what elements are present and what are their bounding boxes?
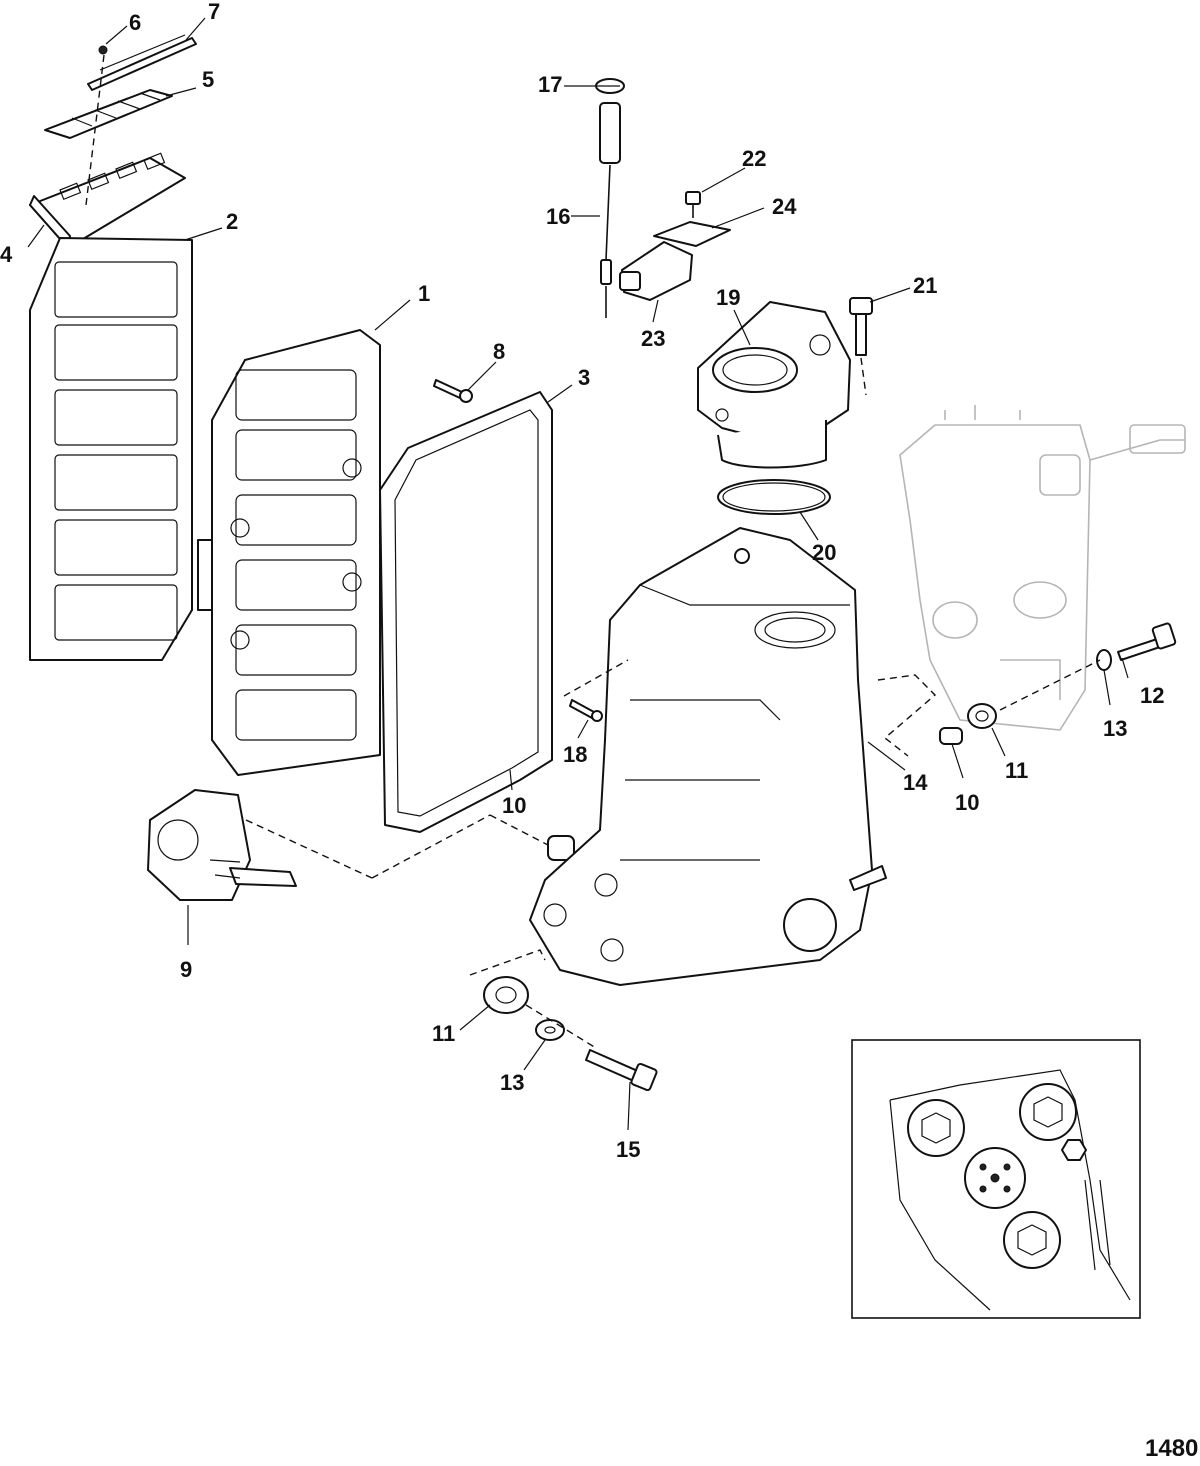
part-bolt-21 [849,297,873,356]
callout-labels: 1 2 3 4 5 6 7 8 9 10 10 11 11 12 13 13 1… [0,0,1164,1162]
callout-21: 21 [913,273,937,298]
part-bolt-12 [1117,622,1177,661]
part-washer-13-bottom [535,1019,565,1041]
callout-14: 14 [903,770,928,795]
part-grommet-11-right [967,703,997,729]
part-reed-block [29,152,186,249]
part-reed-petals [44,89,173,139]
part-bushing-10-right [939,727,963,745]
part-gasket-large [29,237,193,661]
callout-15: 15 [616,1137,640,1162]
part-map-sensor [619,241,693,301]
part-bolt-15 [585,1049,658,1092]
callout-22: 22 [742,146,766,171]
callout-3: 3 [578,365,590,390]
part-adaptor-plate [197,329,381,776]
callout-5: 5 [202,67,214,92]
part-grommet-11-bottom [483,976,529,1014]
callout-11-right: 11 [1005,758,1028,783]
callout-20: 20 [812,540,836,565]
part-o-ring [717,479,831,515]
part-screw-small [98,45,108,55]
leader-lines [27,17,1129,1131]
part-bracket-24 [653,221,731,247]
callout-10-left: 10 [502,793,526,818]
callout-4: 4 [0,242,13,267]
ghost-fuel-assembly [899,405,1186,731]
part-reed-stop-strip [87,34,197,91]
part-gasket-cover [379,391,553,833]
callout-6: 6 [129,10,141,35]
part-bushing-left [547,835,575,861]
callout-24: 24 [772,194,797,219]
part-intake-housing [529,527,887,986]
part-fuel-pump [147,789,297,901]
callout-8: 8 [493,339,505,364]
callout-16: 16 [546,204,570,229]
part-screw-8 [433,379,473,403]
part-bolt-18 [569,699,603,722]
figure-id: 1480 [1145,1435,1198,1462]
callout-12: 12 [1140,683,1164,708]
callout-11-bottom: 11 [432,1021,455,1046]
callout-18: 18 [563,742,587,767]
callout-23: 23 [641,326,665,351]
callout-1: 1 [418,281,430,306]
callout-17: 17 [538,72,562,97]
callout-10-right: 10 [955,790,979,815]
part-temperature-sensor [599,102,621,318]
callout-13-bottom: 13 [500,1070,524,1095]
callout-13-right: 13 [1103,716,1127,741]
inset-detail-panel [851,1039,1141,1319]
part-screw-22 [685,191,701,218]
part-throttle-body [697,301,851,469]
callout-9: 9 [180,957,192,982]
callout-2: 2 [226,209,238,234]
callout-7: 7 [208,0,220,24]
callout-19: 19 [716,285,740,310]
